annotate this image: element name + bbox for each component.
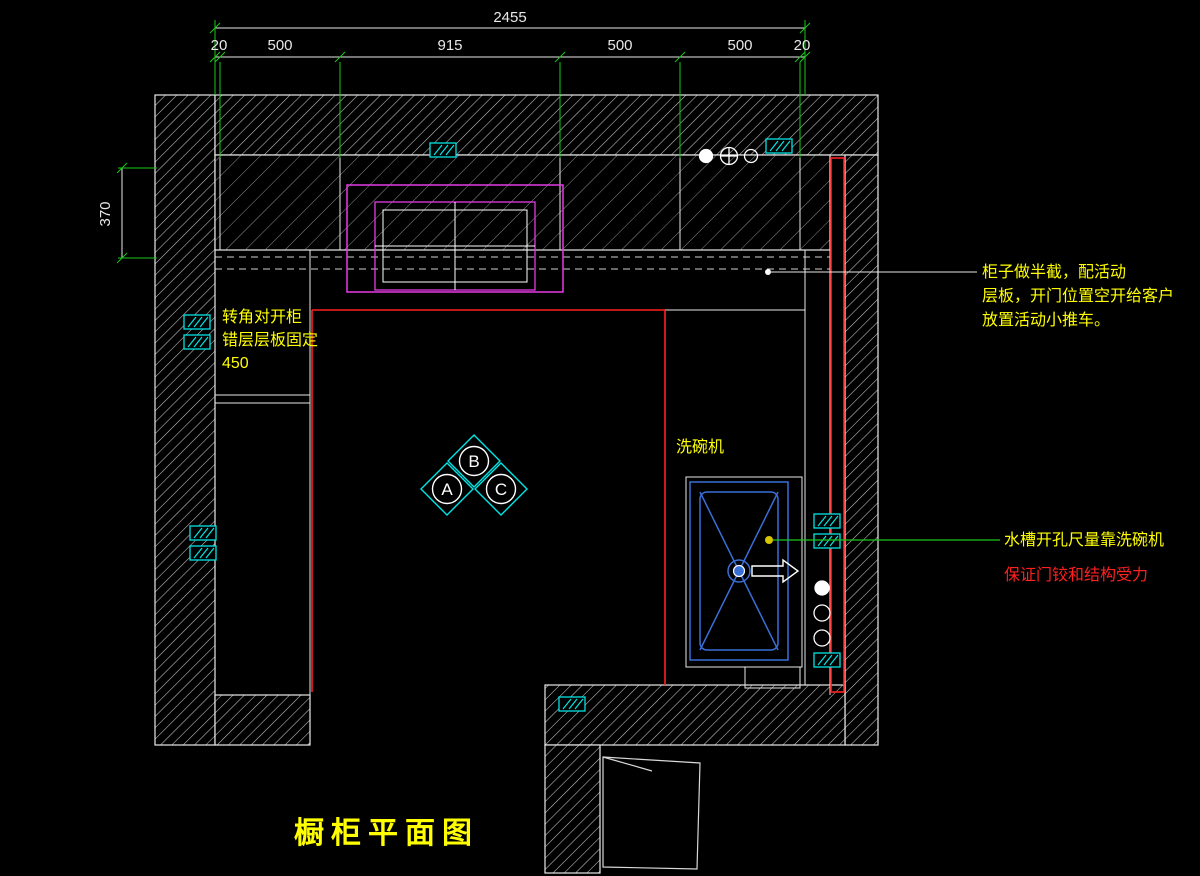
- walls-hatched: [154, 94, 879, 874]
- corner-note-line1: 转角对开柜: [222, 308, 302, 326]
- leader-dot: [765, 536, 773, 544]
- dim-overall: 2455: [493, 9, 526, 26]
- circle-symbol: [813, 604, 831, 622]
- half-note-line2: 层板，开门位置空开给客户: [982, 287, 1174, 305]
- dim-seg-3: 915: [437, 37, 462, 54]
- right-cabinet-run: [665, 250, 845, 695]
- outlet-icon: [813, 652, 841, 668]
- outlet-icon: [183, 314, 211, 330]
- marker-label-a: A: [441, 480, 453, 499]
- door-leaf: [602, 756, 701, 870]
- dim-seg-6: 20: [794, 37, 811, 54]
- marker-label-c: C: [495, 480, 507, 499]
- wall-stub-bottom-left: [214, 694, 311, 746]
- outlet-icon: [765, 138, 793, 154]
- top-dimension-chain: 2455 20 500 915 500 500 20: [209, 9, 811, 158]
- dim-seg-4: 500: [607, 37, 632, 54]
- section-markers: B A C: [420, 434, 528, 516]
- left-dimension: 370: [97, 162, 157, 264]
- faucet-symbol: [727, 559, 751, 583]
- flow-arrow-icon: [751, 558, 800, 584]
- dim-left-vertical: 370: [97, 201, 114, 226]
- corner-note-line3: 450: [222, 355, 249, 372]
- dot-symbol-filled: [698, 148, 714, 164]
- outlet-icon: [189, 545, 217, 561]
- wall-cabinet-band: [214, 154, 831, 270]
- wall-left: [154, 94, 216, 746]
- outlet-icon: [813, 533, 841, 549]
- wall-bottom: [544, 684, 846, 746]
- sink-note-red: 保证门铰和结构受力: [1004, 566, 1148, 584]
- circle-symbol: [813, 629, 831, 647]
- crossed-circle-symbol: [719, 146, 739, 166]
- corner-note-line2: 错层层板固定: [222, 331, 318, 349]
- annotation-corner-cabinet: 转角对开柜 错层层板固定 450: [222, 308, 318, 372]
- tall-panel-red: [830, 157, 845, 693]
- extension-lines: [209, 20, 811, 158]
- outlet-icon: [183, 334, 211, 350]
- annotation-sink: 水槽开孔尺量靠洗碗机 保证门铰和结构受力: [765, 531, 1164, 584]
- circle-symbol: [743, 148, 759, 164]
- dot-symbol-filled: [814, 580, 830, 596]
- circle-symbols: [698, 146, 831, 647]
- drawing-title: 橱柜平面图: [294, 817, 479, 850]
- outlet-icon: [429, 142, 457, 158]
- left-base-cabinets: [214, 249, 311, 696]
- dishwasher-cabinet-outline: [685, 476, 803, 668]
- half-note-line1: 柜子做半截，配活动: [982, 263, 1126, 281]
- annotation-half-cabinet: 柜子做半截，配活动 层板，开门位置空开给客户 放置活动小推车。: [765, 263, 1174, 329]
- dim-seg-1: 20: [211, 37, 228, 54]
- hidden-edge-dashed-lines: [215, 256, 830, 270]
- outlet-icon: [813, 513, 841, 529]
- sink: [689, 481, 800, 661]
- dim-seg-5: 500: [727, 37, 752, 54]
- dim-seg-2: 500: [267, 37, 292, 54]
- wall-stub-bottom-center: [544, 744, 601, 874]
- sink-note-yellow: 水槽开孔尺量靠洗碗机: [1004, 531, 1164, 549]
- outlet-icon: [558, 696, 586, 712]
- outlet-icon: [189, 525, 217, 541]
- countertop-outline-red: [311, 157, 845, 693]
- wall-right: [844, 154, 879, 746]
- marker-label-b: B: [468, 452, 479, 471]
- dishwasher-label: 洗碗机: [676, 438, 724, 456]
- half-note-line3: 放置活动小推车。: [982, 311, 1110, 329]
- range-hood: [346, 184, 564, 293]
